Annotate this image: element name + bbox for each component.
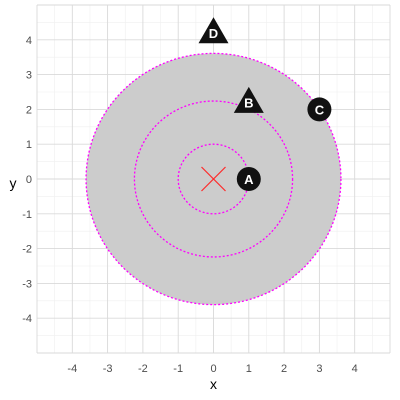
point-marker-triangle [233,86,264,113]
x-tick-label: 4 [352,363,358,375]
y-tick-label: -1 [22,209,32,221]
center-mark [201,166,226,192]
point-label: A [244,172,254,187]
y-tick-label: -2 [22,244,32,256]
x-tick-label: 0 [210,363,216,375]
y-tick-label: 3 [26,70,32,82]
x-tick-label: -1 [173,363,183,375]
point-layer: A B C D [198,17,332,191]
x-tick-label: -4 [67,363,77,375]
dotted-circle [133,100,294,258]
center-x-stroke [201,166,226,192]
point-label: B [244,95,253,110]
x-tick-label: 2 [281,363,287,375]
y-tick-label: 4 [26,35,32,47]
point-marker-circle [307,97,332,122]
y-tick-label: -4 [22,313,32,325]
x-tick-labels: -4 -3 -2 -1 0 1 2 3 4 [67,363,357,375]
x-tick-label: 1 [246,363,252,375]
y-tick-label: 0 [26,174,32,186]
dotted-circle [85,52,342,306]
x-tick-label: -2 [138,363,148,375]
x-tick-label: -3 [103,363,113,375]
y-tick-label: -3 [22,278,32,290]
point-marker-triangle [198,17,229,44]
y-tick-labels: -4 -3 -2 -1 0 1 2 3 4 [22,35,32,325]
point-d: D [198,17,229,44]
x-axis-title: x [210,376,217,392]
point-marker-circle [236,167,261,191]
point-c: C [307,97,332,122]
point-a: A [236,167,261,191]
point-label: D [209,26,218,41]
point-b: B [233,86,264,113]
x-tick-label: 3 [316,363,322,375]
y-tick-label: 1 [26,139,32,151]
point-label: C [315,102,325,117]
y-tick-label: 2 [26,104,32,116]
y-axis-title: y [10,175,17,191]
